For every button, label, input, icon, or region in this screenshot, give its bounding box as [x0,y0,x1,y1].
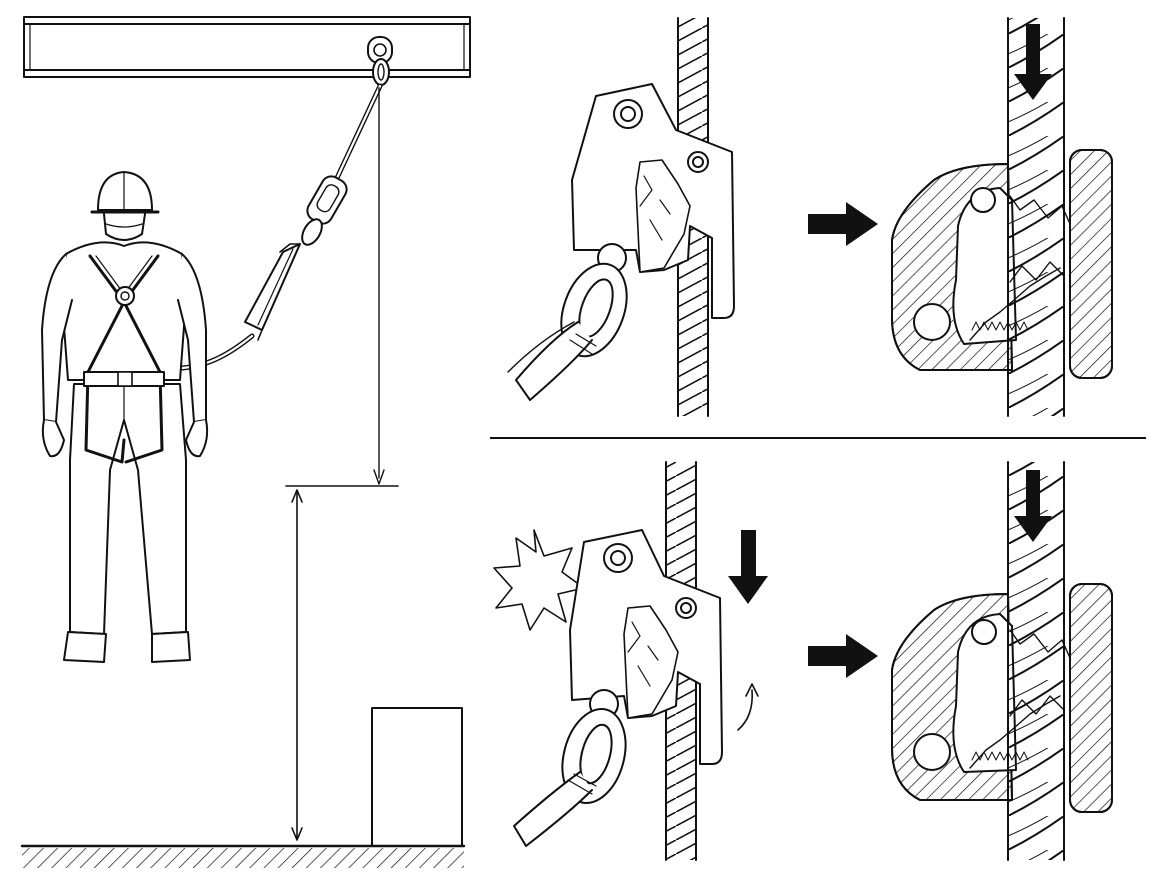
impact-burst-icon [493,529,585,631]
curved-arrow-icon [737,683,759,731]
obstacle-box [371,707,463,847]
arrow-right-icon [808,634,878,678]
grab-carabiner-bottom [513,707,627,847]
lanyard-cable [334,83,383,181]
locked-cross-section [891,149,1113,379]
fall-clearance-dimension [285,485,399,841]
full-body-harness [83,254,165,464]
grab-carabiner [507,262,628,401]
clearance-line [373,87,385,485]
top-row-normal-operation [507,17,1113,417]
worker-figure [41,171,209,663]
shock-absorber [244,243,301,341]
hard-hat-icon [90,171,160,214]
bottom-row-fall-event [493,461,1113,861]
arrow-right-icon [808,202,878,246]
arrow-down-icon [1014,24,1052,100]
snap-hook [301,175,348,246]
locked-cross-section-bottom [891,583,1113,813]
overhead-i-beam [23,16,471,78]
arrow-down-icon [1014,470,1052,542]
arrow-down-icon [728,530,768,604]
left-panel-fall-scene [20,16,471,868]
ground-surface [20,844,466,868]
